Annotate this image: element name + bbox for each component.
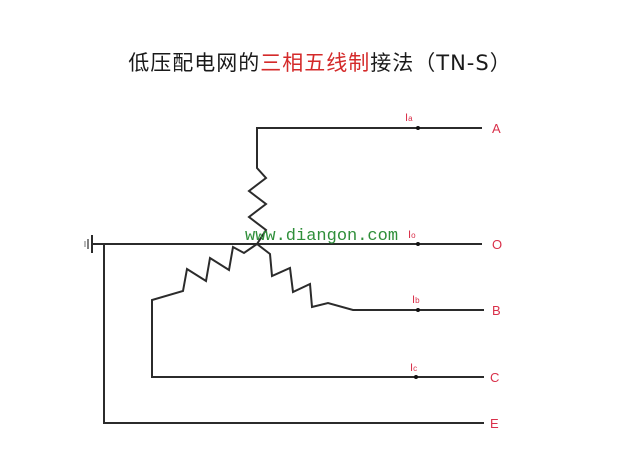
winding-c [151, 243, 484, 378]
title-highlight: 三相五线制 [260, 51, 371, 75]
title-prefix: 低压配电网的 [128, 51, 261, 75]
line-label-a: A [492, 121, 501, 136]
current-label-a: Ia [405, 112, 413, 124]
winding-a [247, 127, 482, 245]
diagram-title: 低压配电网的三相五线制接法（TN-S） [0, 47, 640, 77]
current-point-b [416, 308, 420, 312]
winding-b [256, 243, 484, 311]
wire-e [103, 244, 484, 424]
current-label-c: Ic [410, 362, 417, 374]
current-point-c [414, 375, 418, 379]
line-label-c: C [490, 370, 499, 385]
ground-symbol-icon [84, 235, 93, 253]
current-label-b: Ib [412, 294, 420, 306]
current-point-o [416, 242, 420, 246]
watermark-text: www.diangon.com [245, 227, 398, 246]
title-suffix: 接法（TN-S） [370, 51, 512, 75]
line-label-o: O [492, 237, 502, 252]
current-point-a [416, 126, 420, 130]
line-label-e: E [490, 416, 499, 431]
line-label-b: B [492, 303, 501, 318]
current-label-o: Io [408, 229, 416, 241]
